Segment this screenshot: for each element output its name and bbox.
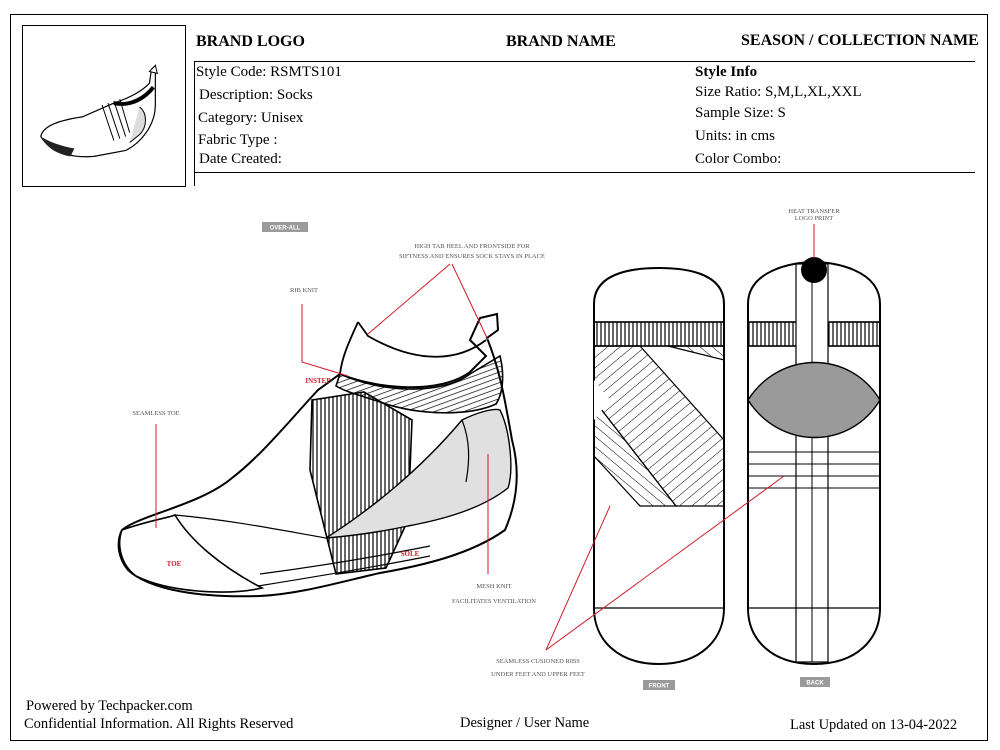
fabric-type: Fabric Type : [198,132,278,148]
description: Description: Socks [199,87,313,103]
callout-heat-transfer: HEAT TRANSFER LOGO PRINT [788,208,840,258]
overall-view-tag: OVER-ALL [262,222,308,232]
svg-text:FACILITATES VENTILATION: FACILITATES VENTILATION [452,598,536,605]
category: Category: Unisex [198,110,304,126]
style-info-title: Style Info [695,64,758,80]
style-code: Style Code: RSMTS101 [196,64,342,80]
details-left-border [194,62,195,186]
sock-side-view [117,312,518,598]
svg-text:SIFTNESS AND ENSURES SOCK STAY: SIFTNESS AND ENSURES SOCK STAYS IN PLACE [399,253,545,260]
svg-text:MESH KNIT: MESH KNIT [476,583,511,590]
svg-text:LOGO PRINT: LOGO PRINT [795,215,833,222]
color-combo: Color Combo: [695,151,782,167]
svg-text:RIB KNIT: RIB KNIT [290,287,318,294]
callout-seamless-toe: SEAMLESS TOE TOE [132,410,181,568]
front-view-tag: FRONT [649,684,670,690]
back-view-tag: BACK [806,681,824,687]
svg-text:SEAMLESS TOE: SEAMLESS TOE [132,410,179,417]
details-divider [194,172,975,173]
callout-seamless-ribs: SEAMLESS CUSIONED RIBS UNDER FEET AND UP… [491,475,785,678]
sock-thumbnail-icon [40,64,159,158]
svg-text:INSTEP: INSTEP [305,377,331,385]
logo-print-dot [801,257,827,283]
sample-size: Sample Size: S [695,105,786,121]
svg-text:OVER-ALL: OVER-ALL [270,226,301,232]
header-divider [194,61,975,62]
svg-text:TOE: TOE [167,560,182,568]
svg-text:HEAT TRANSFER: HEAT TRANSFER [788,208,840,215]
svg-text:UNDER FEET AND UPPER FEET: UNDER FEET AND UPPER FEET [491,671,585,678]
brand-name-label: BRAND NAME [506,33,616,50]
callout-rib-knit: RIB KNIT INSTEP [290,287,349,385]
sock-front-view: FRONT [593,266,725,690]
front-tag-bg [643,680,675,690]
confidential-notice: Confidential Information. All Rights Res… [24,716,294,732]
last-updated: Last Updated on 13-04-2022 [790,717,958,733]
page-frame [10,14,988,741]
callout-mesh-knit: MESH KNIT FACILITATES VENTILATION [452,454,536,605]
units: Units: in cms [695,128,776,144]
thumbnail-sketch [22,25,186,187]
designer-name: Designer / User Name [460,715,590,731]
sock-back-view: BACK [747,257,881,687]
date-created: Date Created: [199,151,282,167]
svg-text:SEAMLESS CUSIONED RIBS: SEAMLESS CUSIONED RIBS [496,658,580,665]
sole-label: SOLE [401,550,420,558]
size-ratio: Size Ratio: S,M,L,XL,XXL [695,84,862,100]
svg-text:HIGH TAB HEEL AND FRONTSIDE FO: HIGH TAB HEEL AND FRONTSIDE FOR [414,243,530,250]
powered-by: Powered by Techpacker.com [26,698,193,714]
callout-high-tab: HIGH TAB HEEL AND FRONTSIDE FOR SIFTNESS… [367,243,545,341]
brand-logo-label: BRAND LOGO [196,33,305,50]
season-collection-label: SEASON / COLLECTION NAME [741,32,979,49]
